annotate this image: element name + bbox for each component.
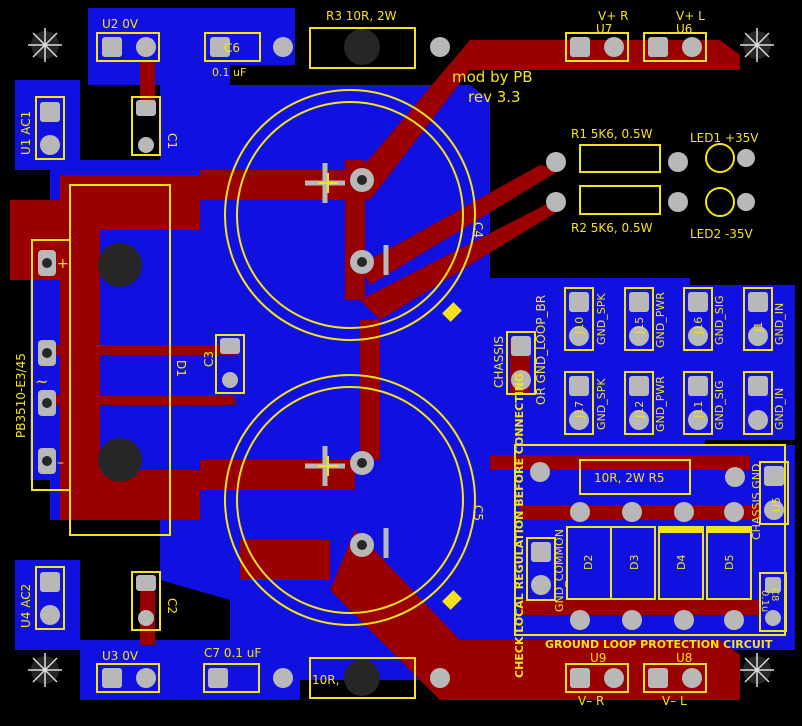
label-led2: LED2 -35V [690, 227, 754, 241]
label-j11: J11 [692, 401, 705, 419]
mounting-hole [98, 438, 142, 482]
label-r3: R3 10R, 2W [326, 9, 397, 23]
label-u2: U2 0V [102, 17, 139, 31]
capacitor-outlines [224, 89, 476, 626]
label-u7: U7 [596, 22, 612, 36]
label-vminus-l: V– L [662, 694, 687, 708]
label-vplus-l: V+ L [676, 9, 705, 23]
label-j16: J16 [692, 317, 705, 335]
silkscreen-labels: mod by PB rev 3.3 U2 0V R3 10R, 2W C6 0.… [14, 9, 786, 708]
label-bridge: PB3510-E3/45 [14, 353, 28, 438]
component-outlines [35, 27, 789, 699]
label-vminus-r: V– R [578, 694, 604, 708]
label-j10: J10 [573, 317, 586, 335]
label-gnd-pwr-1: GND_PWR [654, 292, 667, 348]
label-c5: C5 [471, 505, 485, 521]
c4-outline [224, 89, 476, 341]
label-c2: C2 [165, 598, 179, 614]
bridge-rectifier [31, 184, 171, 536]
label-u1-ac1: U1 AC1 [19, 111, 33, 155]
label-d3: D3 [628, 555, 641, 570]
label-c3: C3 [202, 351, 216, 367]
label-u5: U5 [770, 497, 783, 512]
label-gnd-pwr-2: GND_PWR [654, 376, 667, 432]
top-copper-traces [10, 40, 760, 700]
label-j12: J12 [633, 401, 646, 419]
label-gnd-sig-1: GND_SIG [713, 296, 726, 345]
r4-body [344, 660, 380, 696]
label-u6: U6 [676, 22, 692, 36]
label-bridge-plus: + [57, 256, 69, 272]
board-title: mod by PB [452, 68, 533, 86]
label-vplus-r: V+ R [598, 9, 628, 23]
label-ground-loop-protection: GROUND LOOP PROTECTION CIRCUIT [545, 638, 773, 651]
label-r5: 10R, 2W R5 [594, 471, 665, 485]
label-gnd-common: GND_COMMON [553, 529, 566, 612]
label-r1: R1 5K6, 0.5W [571, 127, 653, 141]
c5-outline [224, 374, 476, 626]
label-c1: C1 [165, 133, 179, 149]
label-j17: J17 [573, 401, 586, 419]
label-gnd-in-2: GND_IN [773, 388, 786, 430]
r3-body [344, 29, 380, 65]
label-c8-value: 0.1u [759, 590, 770, 612]
label-d1: D1 [174, 360, 188, 377]
label-gnd-in-1: GND_IN [773, 303, 786, 345]
label-check-regulation: CHECK LOCAL REGULATION BEFORE CONNECTING [513, 373, 526, 678]
label-j15: J15 [633, 317, 646, 335]
label-bridge-ac: ~ [35, 372, 48, 391]
label-led1: LED1 +35V [690, 131, 759, 145]
label-c6: C6 [224, 41, 240, 55]
label-gnd-loop-br: OR GND_LOOP_BR [534, 295, 548, 405]
label-bridge-minus: – [57, 455, 64, 471]
label-c8: C8 [769, 588, 780, 601]
label-c6-value: 0.1 uF [212, 66, 246, 79]
label-chassis-gnd: CHASSIS GND [750, 464, 763, 540]
label-chassis: CHASSIS [492, 336, 506, 388]
label-r2: R2 5K6, 0.5W [571, 221, 653, 235]
label-u9: U9 [590, 651, 606, 665]
label-gnd-spk-1: GND_SPK [595, 293, 608, 345]
label-c7: C7 0.1 uF [204, 646, 261, 660]
label-d5: D5 [723, 555, 736, 570]
label-u4-ac2: U4 AC2 [19, 584, 33, 628]
pads [40, 37, 784, 688]
label-u8: U8 [676, 651, 692, 665]
label-u3: U3 0V [102, 649, 139, 663]
label-d2: D2 [582, 555, 595, 570]
mounting-hole [98, 243, 142, 287]
label-gnd-spk-2: GND_SPK [595, 378, 608, 430]
label-j1: J1 [752, 322, 765, 333]
label-gnd-sig-2: GND_SIG [713, 381, 726, 430]
label-d4: D4 [675, 555, 688, 570]
label-r4: 10R, [312, 673, 339, 687]
board-revision: rev 3.3 [468, 88, 521, 106]
label-c4: C4 [471, 222, 485, 238]
